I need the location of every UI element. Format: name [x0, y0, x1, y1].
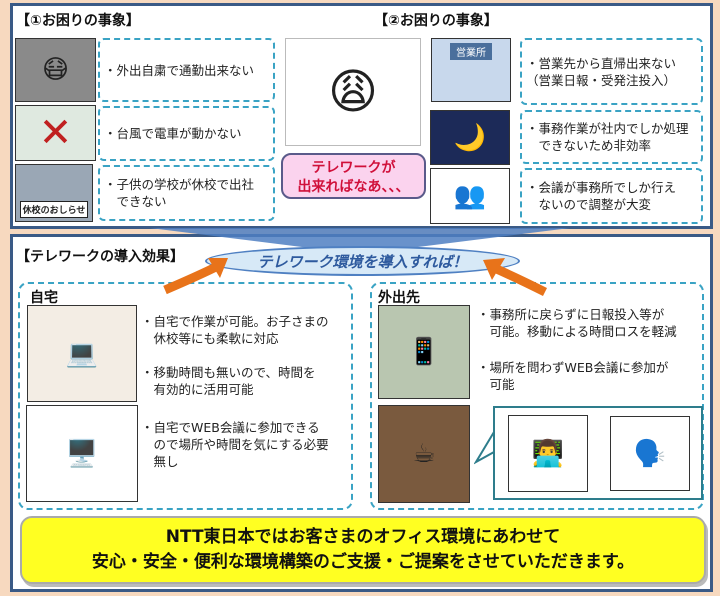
- school-notice-label: 休校のおしらせ: [19, 201, 89, 218]
- section2-title: 【②お困りの事象】: [374, 13, 498, 29]
- outside-point: ・事務所に戻らずに日報投入等が 可能。移動による時間ロスを軽減: [477, 307, 677, 339]
- cloud-banner: テレワーク環境を導入すれば！: [205, 246, 520, 276]
- closing-banner: NTT東日本ではお客さまのオフィス環境にあわせて 安心・安全・便利な環境構築のご…: [20, 516, 706, 584]
- train-stopped-image: ✕: [15, 105, 96, 161]
- speech-pointer: [474, 430, 495, 465]
- issue-box: ・台風で電車が動かない: [98, 106, 275, 161]
- effects-title: 【テレワークの導入効果】: [16, 249, 184, 265]
- meeting-image: 👥: [430, 168, 510, 224]
- station-tablet-image: 📱: [378, 305, 470, 399]
- issue-box: ・会議が事務所でしか行え ないので調整が大変: [520, 168, 703, 224]
- issue-box: ・外出自粛で通勤出来ない: [98, 38, 275, 102]
- sales-office-label: 営業所: [450, 43, 492, 60]
- home-work-image: 💻: [27, 305, 137, 402]
- web-meeting-home-image: 🖥️: [26, 405, 138, 502]
- banner-line: 安心・安全・便利な環境構築のご支援・ご提案をさせていただきます。: [91, 552, 635, 572]
- online-meeting-image: 👨‍💻: [508, 415, 588, 492]
- funnel-arrow: [150, 228, 570, 248]
- home-point: ・移動時間も無いので、時間を 有効的に活用可能: [141, 365, 316, 397]
- cafe-work-image: ☕: [378, 405, 470, 503]
- issue-box: ・事務作業が社内でしか処理 できないため非効率: [520, 110, 703, 164]
- crowded-train-image: 😷: [15, 38, 96, 102]
- outside-label: 外出先: [378, 290, 420, 306]
- arrow-left-icon: [163, 258, 228, 295]
- arrow-right-icon: [483, 258, 548, 297]
- home-point: ・自宅で作業が可能。お子さまの 休校等にも柔軟に対応: [141, 314, 329, 346]
- issue-box: ・営業先から直帰出来ない （営業日報・受発注投入）: [520, 38, 703, 105]
- overtime-work-image: 🌙: [430, 110, 510, 165]
- sales-office-image: 営業所: [431, 38, 511, 102]
- issue-box: ・子供の学校が休校で出社 できない: [98, 165, 275, 221]
- outside-point: ・場所を問わずWEB会議に参加が 可能: [477, 360, 669, 392]
- home-label: 自宅: [30, 290, 58, 306]
- wish-speech-bubble: テレワークが 出来ればなあ、、、: [281, 153, 426, 199]
- troubled-worker-image: 😩: [285, 38, 421, 146]
- school-closed-image: 休校のおしらせ: [15, 164, 93, 222]
- home-point: ・自宅でWEB会議に参加できる ので場所や時間を気にする必要 無し: [141, 420, 329, 469]
- section1-title: 【①お困りの事象】: [16, 13, 140, 29]
- outside-box: [370, 282, 704, 510]
- consultation-image: 🗣️: [610, 416, 690, 491]
- banner-line: NTT東日本ではお客さまのオフィス環境にあわせて: [165, 527, 561, 547]
